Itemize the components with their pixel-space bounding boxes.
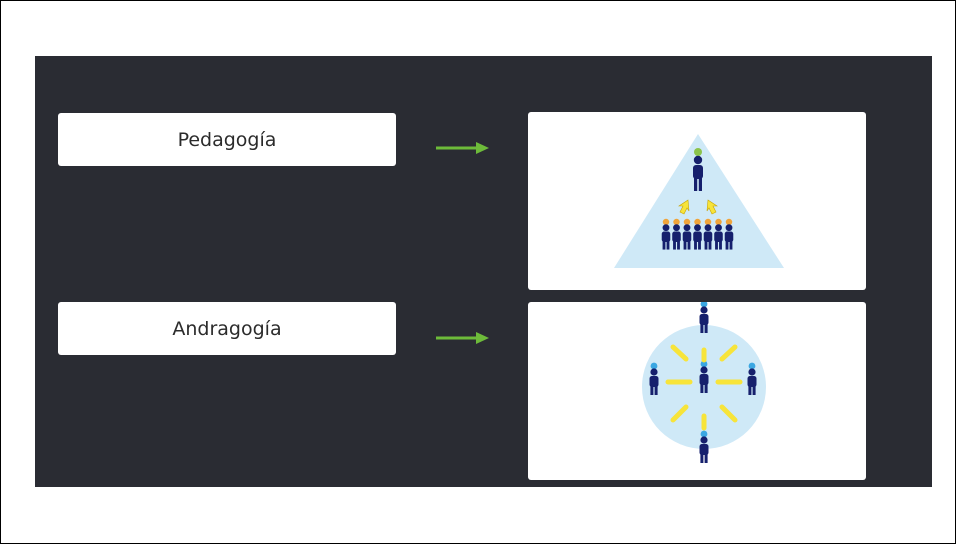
network-illustration-card — [528, 302, 866, 480]
person-icon — [724, 218, 734, 250]
person-icon — [672, 218, 681, 250]
person-icon — [682, 218, 692, 250]
person-icon — [649, 362, 659, 395]
person-icon — [693, 218, 702, 250]
label-pedagogia: Pedagogía — [58, 113, 396, 166]
label-andragogia: Andragogía — [58, 302, 396, 355]
person-icon — [747, 362, 757, 395]
arrow-right-icon — [436, 142, 489, 154]
person-icon — [699, 430, 709, 463]
person-icon — [703, 218, 713, 250]
exchange-arrow-icon — [719, 344, 738, 362]
diagram-panel: Pedagogía — [35, 56, 932, 487]
teacher-person-icon — [693, 148, 703, 191]
circle-network-learners-icon — [642, 302, 766, 463]
exchange-arrow-icon — [719, 404, 738, 423]
students-group-icon — [661, 218, 734, 250]
person-icon — [699, 360, 709, 393]
label-pedagogia-text: Pedagogía — [177, 128, 277, 151]
exchange-arrow-icon — [670, 344, 689, 362]
pyramid-teacher-students-icon — [614, 134, 784, 268]
person-icon — [714, 218, 723, 250]
pyramid-illustration-card — [528, 112, 866, 290]
person-icon — [699, 302, 709, 333]
exchange-arrow-icon — [670, 404, 689, 423]
arrow-right-icon — [436, 332, 489, 344]
person-icon — [661, 218, 671, 250]
exchange-arrow-icon — [678, 199, 718, 215]
label-andragogia-text: Andragogía — [172, 317, 282, 340]
